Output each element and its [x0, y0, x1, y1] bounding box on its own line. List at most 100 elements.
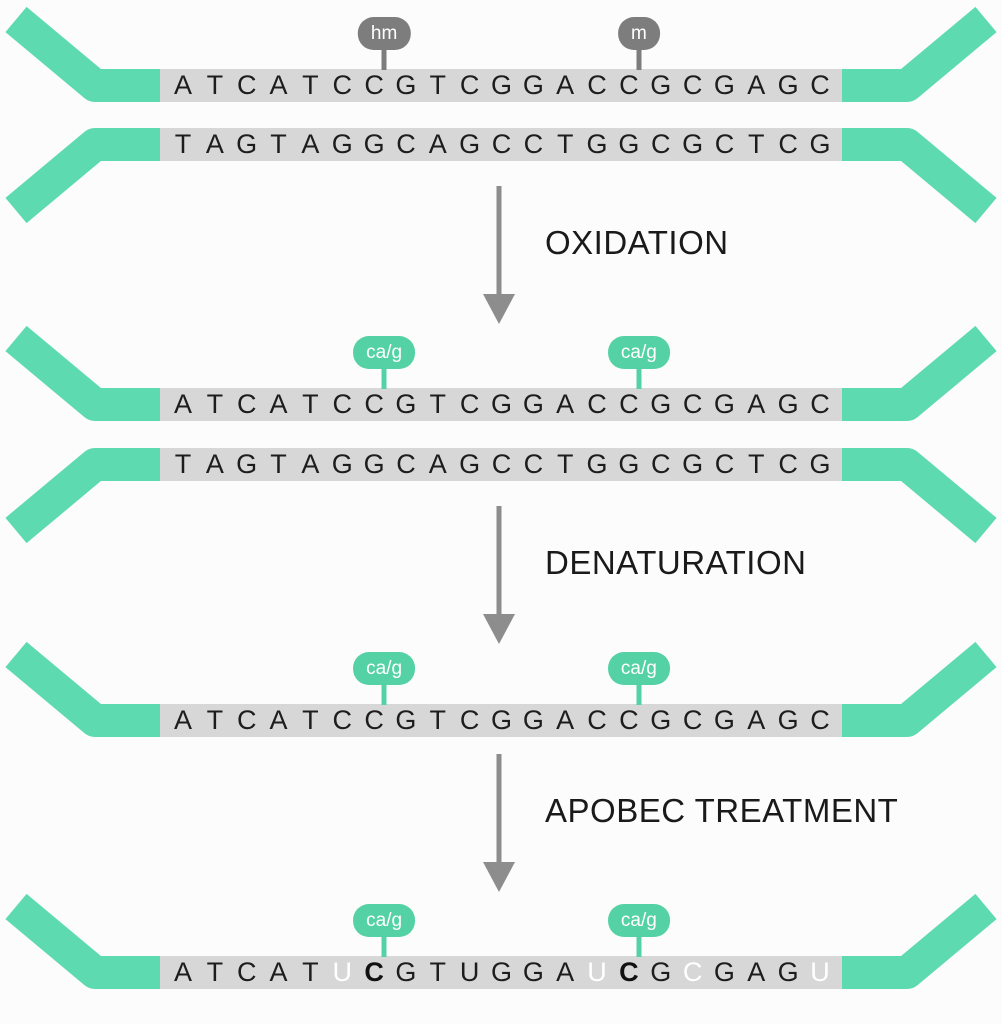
base-letter: C: [619, 389, 639, 419]
base-letter: C: [714, 129, 735, 159]
base-letter: C: [396, 129, 416, 159]
base-letter: A: [747, 70, 766, 100]
base-letter: T: [429, 957, 447, 987]
modification-badge-ca-g: ca/g: [607, 336, 670, 369]
adapter-arm: [5, 641, 163, 737]
base-letter: A: [173, 70, 193, 100]
base-letter: U: [332, 957, 353, 987]
base-letter: G: [713, 705, 735, 735]
base-letter: T: [206, 957, 224, 987]
base-letter: T: [270, 129, 287, 159]
base-letter: G: [395, 389, 417, 419]
base-letter: A: [269, 705, 288, 735]
base-letter: A: [556, 957, 575, 987]
base-letter: C: [651, 449, 671, 479]
base-letter: A: [301, 449, 320, 479]
base-letter: T: [748, 129, 765, 159]
base-letter: C: [619, 705, 639, 735]
base-letter: G: [777, 705, 799, 735]
base-letter: G: [650, 70, 672, 100]
base-letter: G: [363, 449, 385, 479]
step-denaturation: DENATURATION: [479, 500, 806, 650]
base-letter: G: [395, 957, 417, 987]
modification-badge-label: ca/g: [620, 341, 657, 363]
base-letter: G: [618, 449, 640, 479]
base-letter: C: [682, 705, 703, 735]
base-letter: C: [396, 449, 416, 479]
base-letter: G: [682, 449, 704, 479]
base-letter: G: [490, 957, 513, 987]
adapter-arm: [839, 6, 997, 102]
base-letter: C: [619, 70, 639, 100]
base-letter: U: [459, 957, 480, 987]
modification-badge-label: hm: [370, 22, 398, 44]
badge-stem: [636, 936, 642, 957]
base-letter: G: [650, 389, 672, 419]
base-letter: C: [682, 389, 703, 419]
base-letter: A: [205, 129, 224, 159]
base-letter: A: [747, 957, 766, 987]
base-letter: T: [302, 705, 319, 735]
base-letter: G: [713, 389, 735, 419]
base-letter: C: [364, 389, 384, 419]
base-letter: T: [748, 449, 765, 479]
adapter-arm: [839, 893, 997, 989]
base-letter: C: [491, 449, 512, 479]
step-label-apobec-treatment: APOBEC TREATMENT: [545, 792, 899, 829]
base-letter: G: [713, 957, 735, 987]
base-letter: T: [206, 389, 224, 419]
base-letter: G: [777, 957, 799, 987]
base-letter: A: [747, 705, 766, 735]
base-letter: C: [619, 957, 639, 987]
base-letter: C: [236, 705, 257, 735]
base-letter: C: [236, 957, 257, 987]
badge-stem: [381, 368, 387, 389]
modification-badge-label: ca/g: [620, 657, 657, 679]
adapter-arm: [5, 325, 163, 421]
badge-stem: [636, 49, 642, 70]
base-letter: C: [682, 957, 703, 987]
base-letter: G: [777, 70, 799, 100]
base-letter: A: [556, 389, 575, 419]
base-letter: T: [302, 389, 319, 419]
base-letter: A: [173, 705, 193, 735]
base-letter: G: [363, 129, 385, 159]
base-letter: G: [650, 705, 672, 735]
base-letter: T: [174, 449, 192, 479]
adapter-arm: [5, 448, 163, 544]
base-letter: G: [459, 129, 481, 159]
base-letter: A: [269, 389, 288, 419]
base-letter: C: [364, 70, 384, 100]
base-letter: G: [490, 389, 513, 419]
modification-badge-label: ca/g: [366, 341, 403, 363]
base-letter: C: [587, 70, 607, 100]
base-letter: G: [522, 957, 544, 987]
adapter-arm: [5, 128, 163, 224]
base-letter: A: [428, 129, 447, 159]
base-letter: T: [270, 449, 287, 479]
base-letter: A: [269, 70, 288, 100]
base-letter: C: [459, 705, 480, 735]
base-letter: G: [809, 449, 831, 479]
base-letter: C: [364, 957, 384, 987]
base-letter: C: [682, 70, 703, 100]
base-letter: A: [747, 389, 766, 419]
base-letter: G: [522, 389, 544, 419]
modification-badge-ca-g: ca/g: [607, 652, 670, 685]
base-letter: G: [490, 70, 513, 100]
base-letter: T: [174, 129, 192, 159]
modification-badge-hm: hm: [357, 17, 411, 50]
adapter-arm: [839, 128, 997, 224]
base-letter: G: [490, 705, 513, 735]
base-letter: G: [777, 389, 799, 419]
base-letter: G: [618, 129, 640, 159]
base-letter: G: [809, 129, 831, 159]
base-letter: A: [173, 389, 193, 419]
base-letter: C: [491, 129, 512, 159]
base-letter: T: [206, 70, 224, 100]
modification-badge-ca-g: ca/g: [607, 904, 670, 937]
base-letter: T: [556, 449, 574, 479]
denaturation-down-arrow-icon: [483, 506, 515, 644]
